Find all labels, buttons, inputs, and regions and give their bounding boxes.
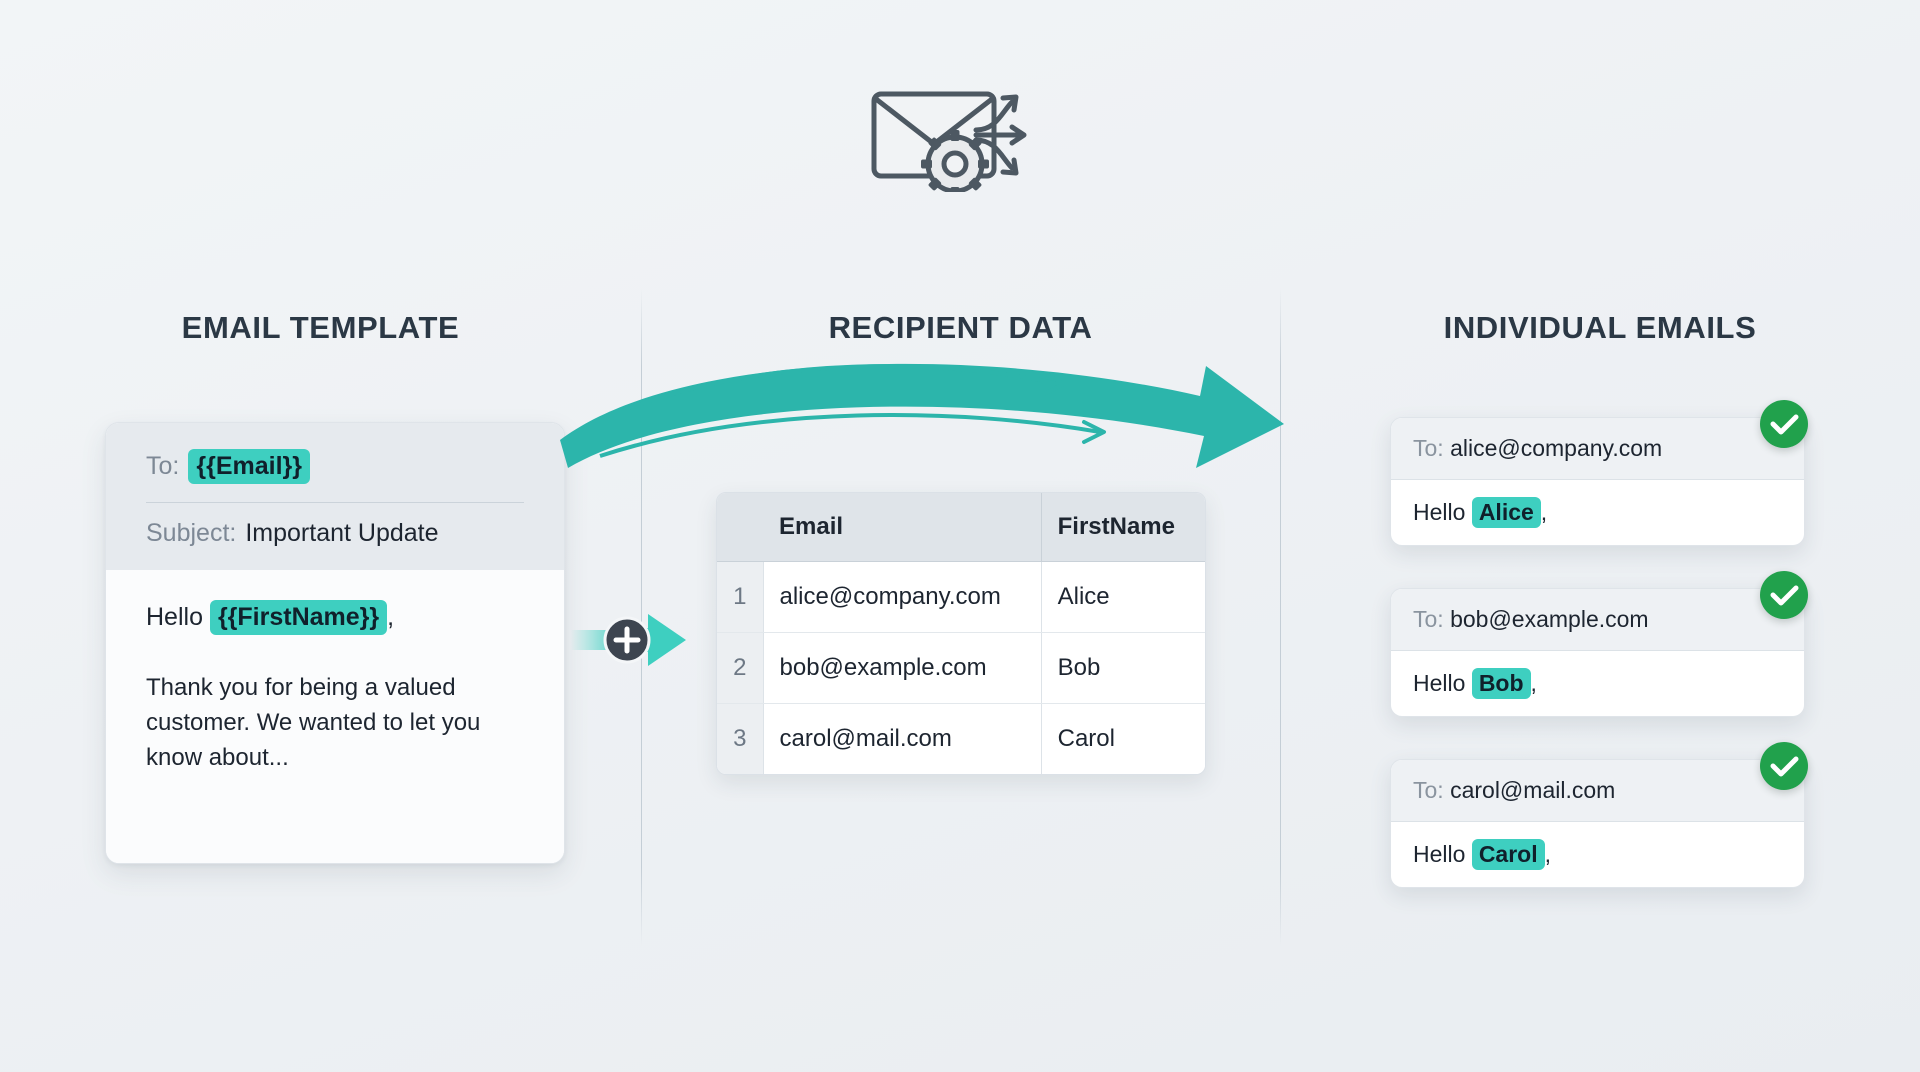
result-to-label: To: bbox=[1413, 606, 1444, 632]
check-circle-icon bbox=[1760, 571, 1808, 619]
merge-connector bbox=[570, 608, 710, 672]
email-template-card: To: {{Email}} Subject: Important Update … bbox=[105, 422, 565, 864]
row-index: 3 bbox=[717, 703, 764, 774]
result-greeting-prefix: Hello bbox=[1413, 670, 1466, 696]
template-greeting-suffix: , bbox=[387, 603, 395, 631]
table-header-rownum bbox=[717, 493, 763, 562]
result-to-row: To: bob@example.com bbox=[1391, 589, 1804, 651]
individual-email-card: To: alice@company.com Hello Alice, bbox=[1390, 417, 1805, 546]
cell-email: alice@company.com bbox=[763, 561, 1042, 633]
result-greeting-row: Hello Bob, bbox=[1391, 651, 1804, 716]
section-heading-individual-emails: INDIVIDUAL EMAILS bbox=[1443, 310, 1757, 345]
result-name-chip: Bob bbox=[1471, 668, 1531, 699]
cell-firstname: Alice bbox=[1041, 561, 1205, 633]
template-divider bbox=[146, 502, 524, 503]
template-greeting-prefix: Hello bbox=[146, 603, 203, 631]
email-template-body: Hello {{FirstName}}, Thank you for being… bbox=[106, 570, 564, 863]
template-subject-label: Subject: bbox=[146, 519, 237, 547]
check-circle-icon bbox=[1760, 400, 1808, 448]
individual-email-card: To: carol@mail.com Hello Carol, bbox=[1390, 759, 1805, 888]
email-template-header: To: {{Email}} Subject: Important Update bbox=[106, 423, 564, 570]
result-to-value: alice@company.com bbox=[1450, 435, 1663, 461]
result-to-label: To: bbox=[1413, 435, 1444, 461]
table-header-row: Email FirstName bbox=[717, 493, 1205, 562]
recipient-data-table[interactable]: Email FirstName 1 alice@company.com Alic… bbox=[716, 492, 1206, 775]
check-circle-icon bbox=[1760, 742, 1808, 790]
result-to-value: carol@mail.com bbox=[1450, 777, 1616, 803]
template-email-placeholder-chip: {{Email}} bbox=[188, 449, 310, 484]
row-index: 2 bbox=[717, 632, 764, 704]
result-greeting-row: Hello Carol, bbox=[1391, 822, 1804, 887]
column-divider-right bbox=[1280, 288, 1281, 946]
result-to-row: To: alice@company.com bbox=[1391, 418, 1804, 480]
template-subject-value: Important Update bbox=[245, 519, 439, 547]
template-to-row: To: {{Email}} bbox=[146, 449, 524, 484]
template-greeting-row: Hello {{FirstName}}, bbox=[146, 600, 524, 635]
result-to-label: To: bbox=[1413, 777, 1444, 803]
result-greeting-suffix: , bbox=[1540, 499, 1548, 525]
cell-firstname: Bob bbox=[1041, 632, 1205, 704]
table-row[interactable]: 1 alice@company.com Alice bbox=[717, 561, 1205, 633]
result-greeting-row: Hello Alice, bbox=[1391, 480, 1804, 545]
template-body-paragraph: Thank you for being a valued customer. W… bbox=[146, 674, 481, 771]
envelope-gear-arrows-icon bbox=[860, 72, 1060, 198]
table-header-firstname: FirstName bbox=[1041, 493, 1205, 562]
template-subject-row: Subject: Important Update bbox=[146, 519, 524, 548]
result-to-row: To: carol@mail.com bbox=[1391, 760, 1804, 822]
result-greeting-prefix: Hello bbox=[1413, 841, 1466, 867]
table-row[interactable]: 2 bob@example.com Bob bbox=[717, 632, 1205, 704]
row-index: 1 bbox=[717, 561, 764, 633]
result-to-value: bob@example.com bbox=[1450, 606, 1649, 632]
result-name-chip: Alice bbox=[1471, 497, 1541, 528]
section-heading-email-template: EMAIL TEMPLATE bbox=[181, 310, 460, 345]
cell-email: bob@example.com bbox=[763, 632, 1042, 704]
result-name-chip: Carol bbox=[1471, 839, 1545, 870]
result-greeting-suffix: , bbox=[1544, 841, 1551, 867]
template-to-label: To: bbox=[146, 452, 180, 480]
template-firstname-placeholder-chip: {{FirstName}} bbox=[209, 600, 388, 635]
column-divider-left bbox=[641, 288, 642, 946]
section-heading-recipient-data: RECIPIENT DATA bbox=[828, 310, 1093, 345]
cell-email: carol@mail.com bbox=[763, 703, 1042, 774]
individual-email-card: To: bob@example.com Hello Bob, bbox=[1390, 588, 1805, 717]
result-greeting-suffix: , bbox=[1530, 670, 1537, 696]
table-row[interactable]: 3 carol@mail.com Carol bbox=[717, 703, 1205, 774]
result-greeting-prefix: Hello bbox=[1413, 499, 1466, 525]
cell-firstname: Carol bbox=[1041, 703, 1205, 774]
curved-merge-arrow-icon bbox=[560, 360, 1460, 500]
table-header-email: Email bbox=[763, 493, 1042, 562]
